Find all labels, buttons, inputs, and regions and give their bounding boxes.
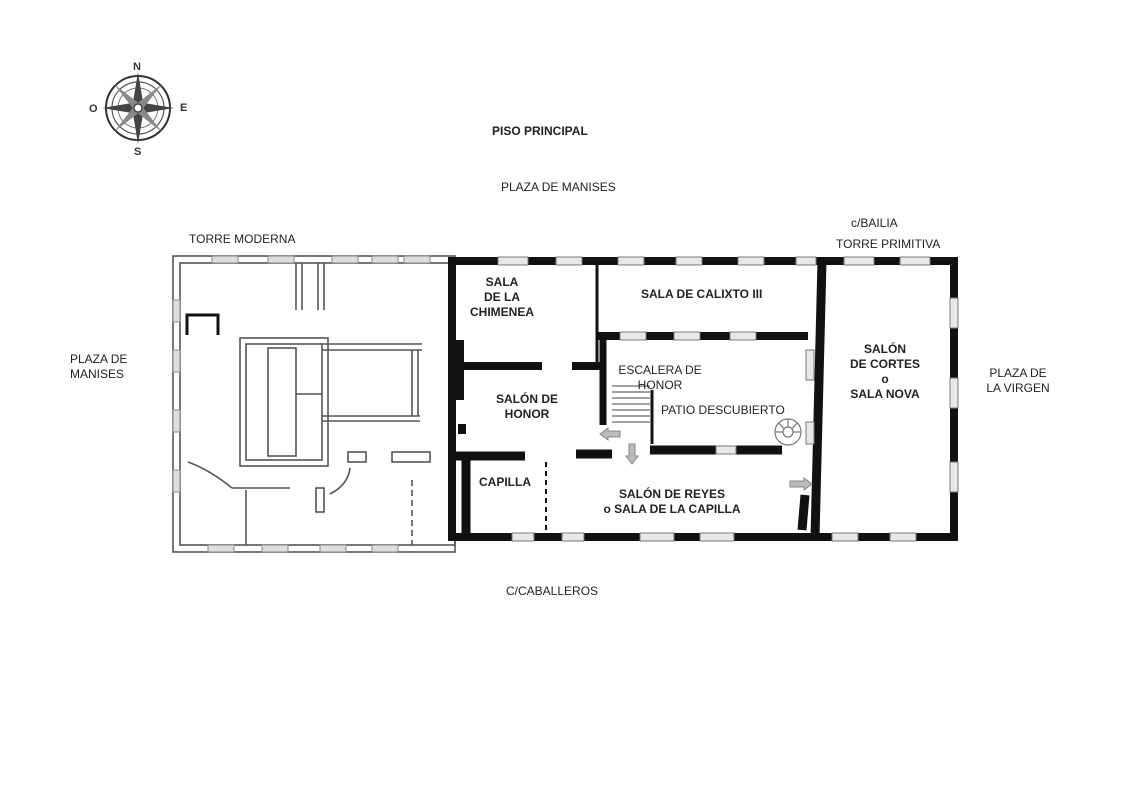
- room-cortes-label: SALÓN DE CORTES o SALA NOVA: [849, 342, 920, 401]
- street-west-label: PLAZA DE MANISES: [70, 352, 128, 381]
- room-honor-label: SALÓN DE HONOR: [495, 392, 558, 421]
- stair-steps: [612, 385, 650, 423]
- street-south-label: C/CABALLEROS: [506, 584, 599, 598]
- compass-west-label: O: [89, 103, 98, 115]
- room-escalera-label: ESCALERA DE HONOR: [618, 363, 702, 392]
- room-capilla-label: CAPILLA: [479, 475, 531, 489]
- spiral-stair-icon: [774, 418, 802, 446]
- street-north-label: PLAZA DE MANISES: [501, 180, 616, 194]
- street-northeast-label: c/BAILIA: [851, 216, 898, 230]
- compass-rose-icon: [102, 72, 174, 144]
- room-reyes-label: SALÓN DE REYES o SALA DE LA CAPILLA: [603, 487, 741, 516]
- room-chimenea-label: SALA DE LA CHIMENEA: [469, 275, 534, 319]
- compass-north-label: N: [133, 61, 141, 73]
- tower-modern-label: TORRE MODERNA: [189, 232, 296, 246]
- tower-primitive-label: TORRE PRIMITIVA: [836, 237, 941, 251]
- arrow-down-icon: [625, 443, 639, 465]
- arrow-left-icon: [599, 427, 621, 441]
- modern-windows: [172, 255, 431, 553]
- old-windows: [497, 256, 959, 542]
- compass-east-label: E: [180, 102, 188, 114]
- compass-south-label: S: [134, 146, 142, 158]
- plan-title: PISO PRINCIPAL: [492, 124, 588, 138]
- street-east-label: PLAZA DE LA VIRGEN: [986, 366, 1050, 395]
- old-wing: [448, 257, 958, 541]
- room-calixto-label: SALA DE CALIXTO III: [641, 287, 763, 301]
- modern-wing: [172, 255, 456, 553]
- circulation-arrows: [599, 427, 813, 491]
- arrow-right-icon: [789, 477, 813, 491]
- room-patio-label: PATIO DESCUBIERTO: [661, 403, 785, 417]
